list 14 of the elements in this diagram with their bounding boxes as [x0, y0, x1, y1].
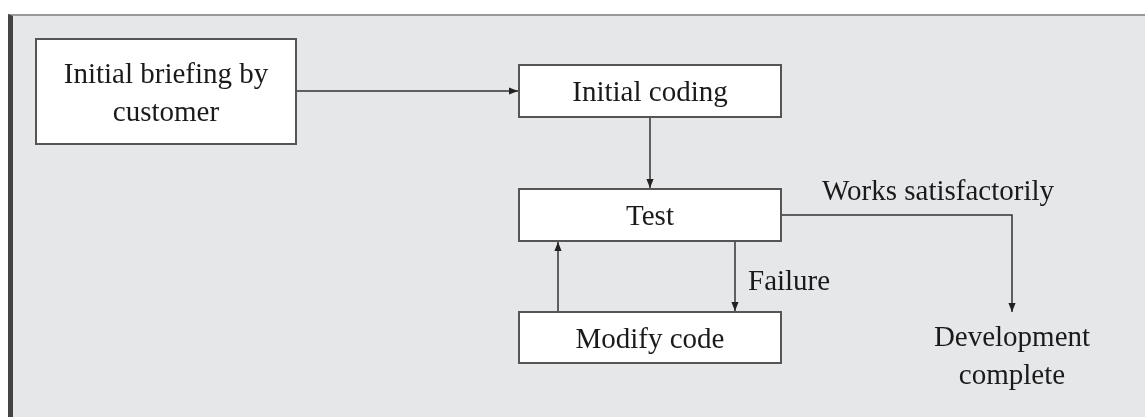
arrow: [731, 241, 739, 312]
node-label: Initial briefing by customer: [62, 55, 270, 129]
process-box: [518, 188, 782, 242]
arrow: [554, 241, 562, 312]
node-label: Development complete: [932, 319, 1092, 392]
node-label: Modify code: [574, 320, 726, 356]
process-box: [518, 311, 782, 364]
process-box: [518, 64, 782, 118]
arrow: [646, 117, 654, 189]
node-label: Test: [625, 198, 675, 233]
node-label: Initial coding: [571, 74, 729, 109]
arrow: [296, 87, 519, 95]
process-box: [35, 38, 297, 145]
arrow: [781, 214, 1016, 313]
